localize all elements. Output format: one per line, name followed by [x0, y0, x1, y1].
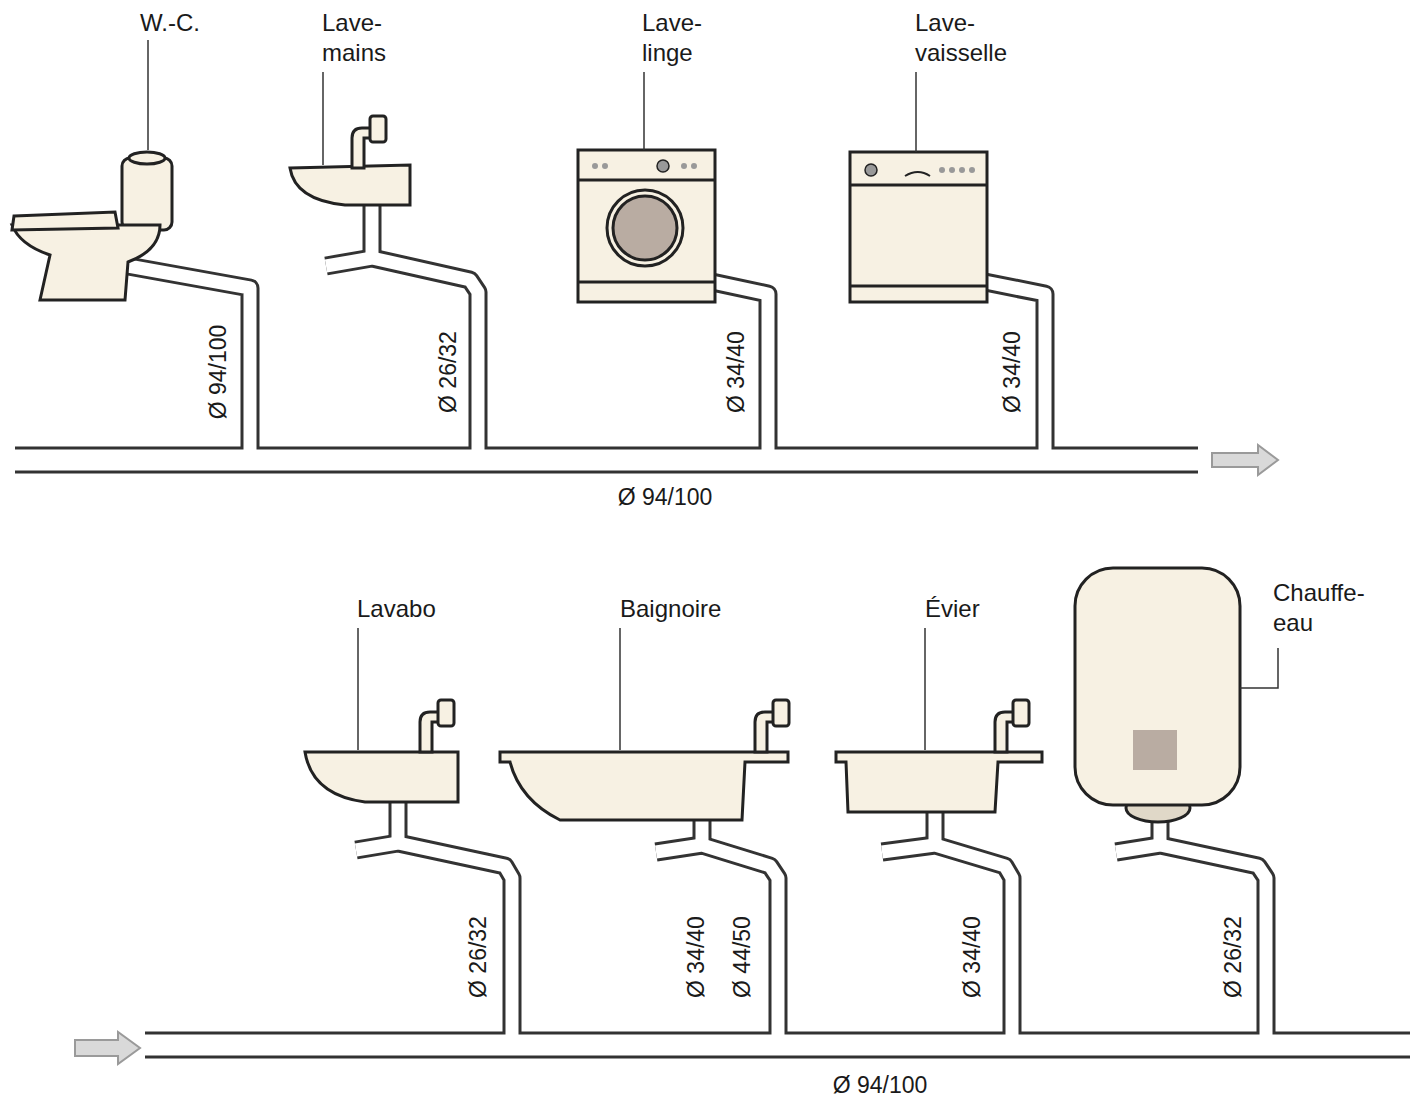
pipe-diameter: Ø 44/50 — [728, 916, 757, 998]
dishwasher — [850, 152, 987, 302]
pipe-diameter: Ø 26/32 — [464, 916, 493, 998]
pipe-diameter: Ø 34/40 — [722, 331, 751, 413]
fixture-label: W.-C. — [140, 8, 200, 38]
pipe-diameter: Ø 94/100 — [833, 1071, 928, 1100]
pipe-diameter: Ø 34/40 — [998, 331, 1027, 413]
pipe-diameter: Ø 26/32 — [1219, 916, 1248, 998]
fixtures — [12, 116, 1240, 822]
fixture-label: Lavabo — [357, 594, 436, 624]
water-heater — [1075, 568, 1240, 805]
fixture-label: Évier — [925, 594, 980, 624]
drain-pipes — [8, 200, 1410, 1045]
wc-bowl — [12, 225, 160, 300]
fixture-label: Lave- linge — [642, 8, 702, 68]
flow-arrow — [75, 1032, 140, 1064]
flow-arrow — [1212, 445, 1278, 475]
washing-machine — [578, 150, 715, 302]
kitchen-sink — [836, 752, 1042, 812]
wc-tank — [122, 158, 172, 230]
fixture-label: Chauffe- eau — [1273, 578, 1365, 638]
wc-seat — [12, 212, 118, 230]
pipe-diameter: Ø 34/40 — [958, 916, 987, 998]
fixture-label: Baignoire — [620, 594, 721, 624]
pipe-diameter: Ø 94/100 — [618, 483, 713, 512]
wc-button — [129, 152, 165, 164]
fixture-label: Lave- vaisselle — [915, 8, 1007, 68]
bathtub — [500, 752, 788, 820]
hand-basin — [290, 165, 410, 205]
washbasin — [305, 752, 458, 802]
leader-lines — [148, 40, 1278, 750]
pipe-diameter: Ø 26/32 — [434, 331, 463, 413]
fixture-label: Lave- mains — [322, 8, 386, 68]
pipe-diameter: Ø 34/40 — [682, 916, 711, 998]
pipe-diameter: Ø 94/100 — [204, 325, 233, 420]
